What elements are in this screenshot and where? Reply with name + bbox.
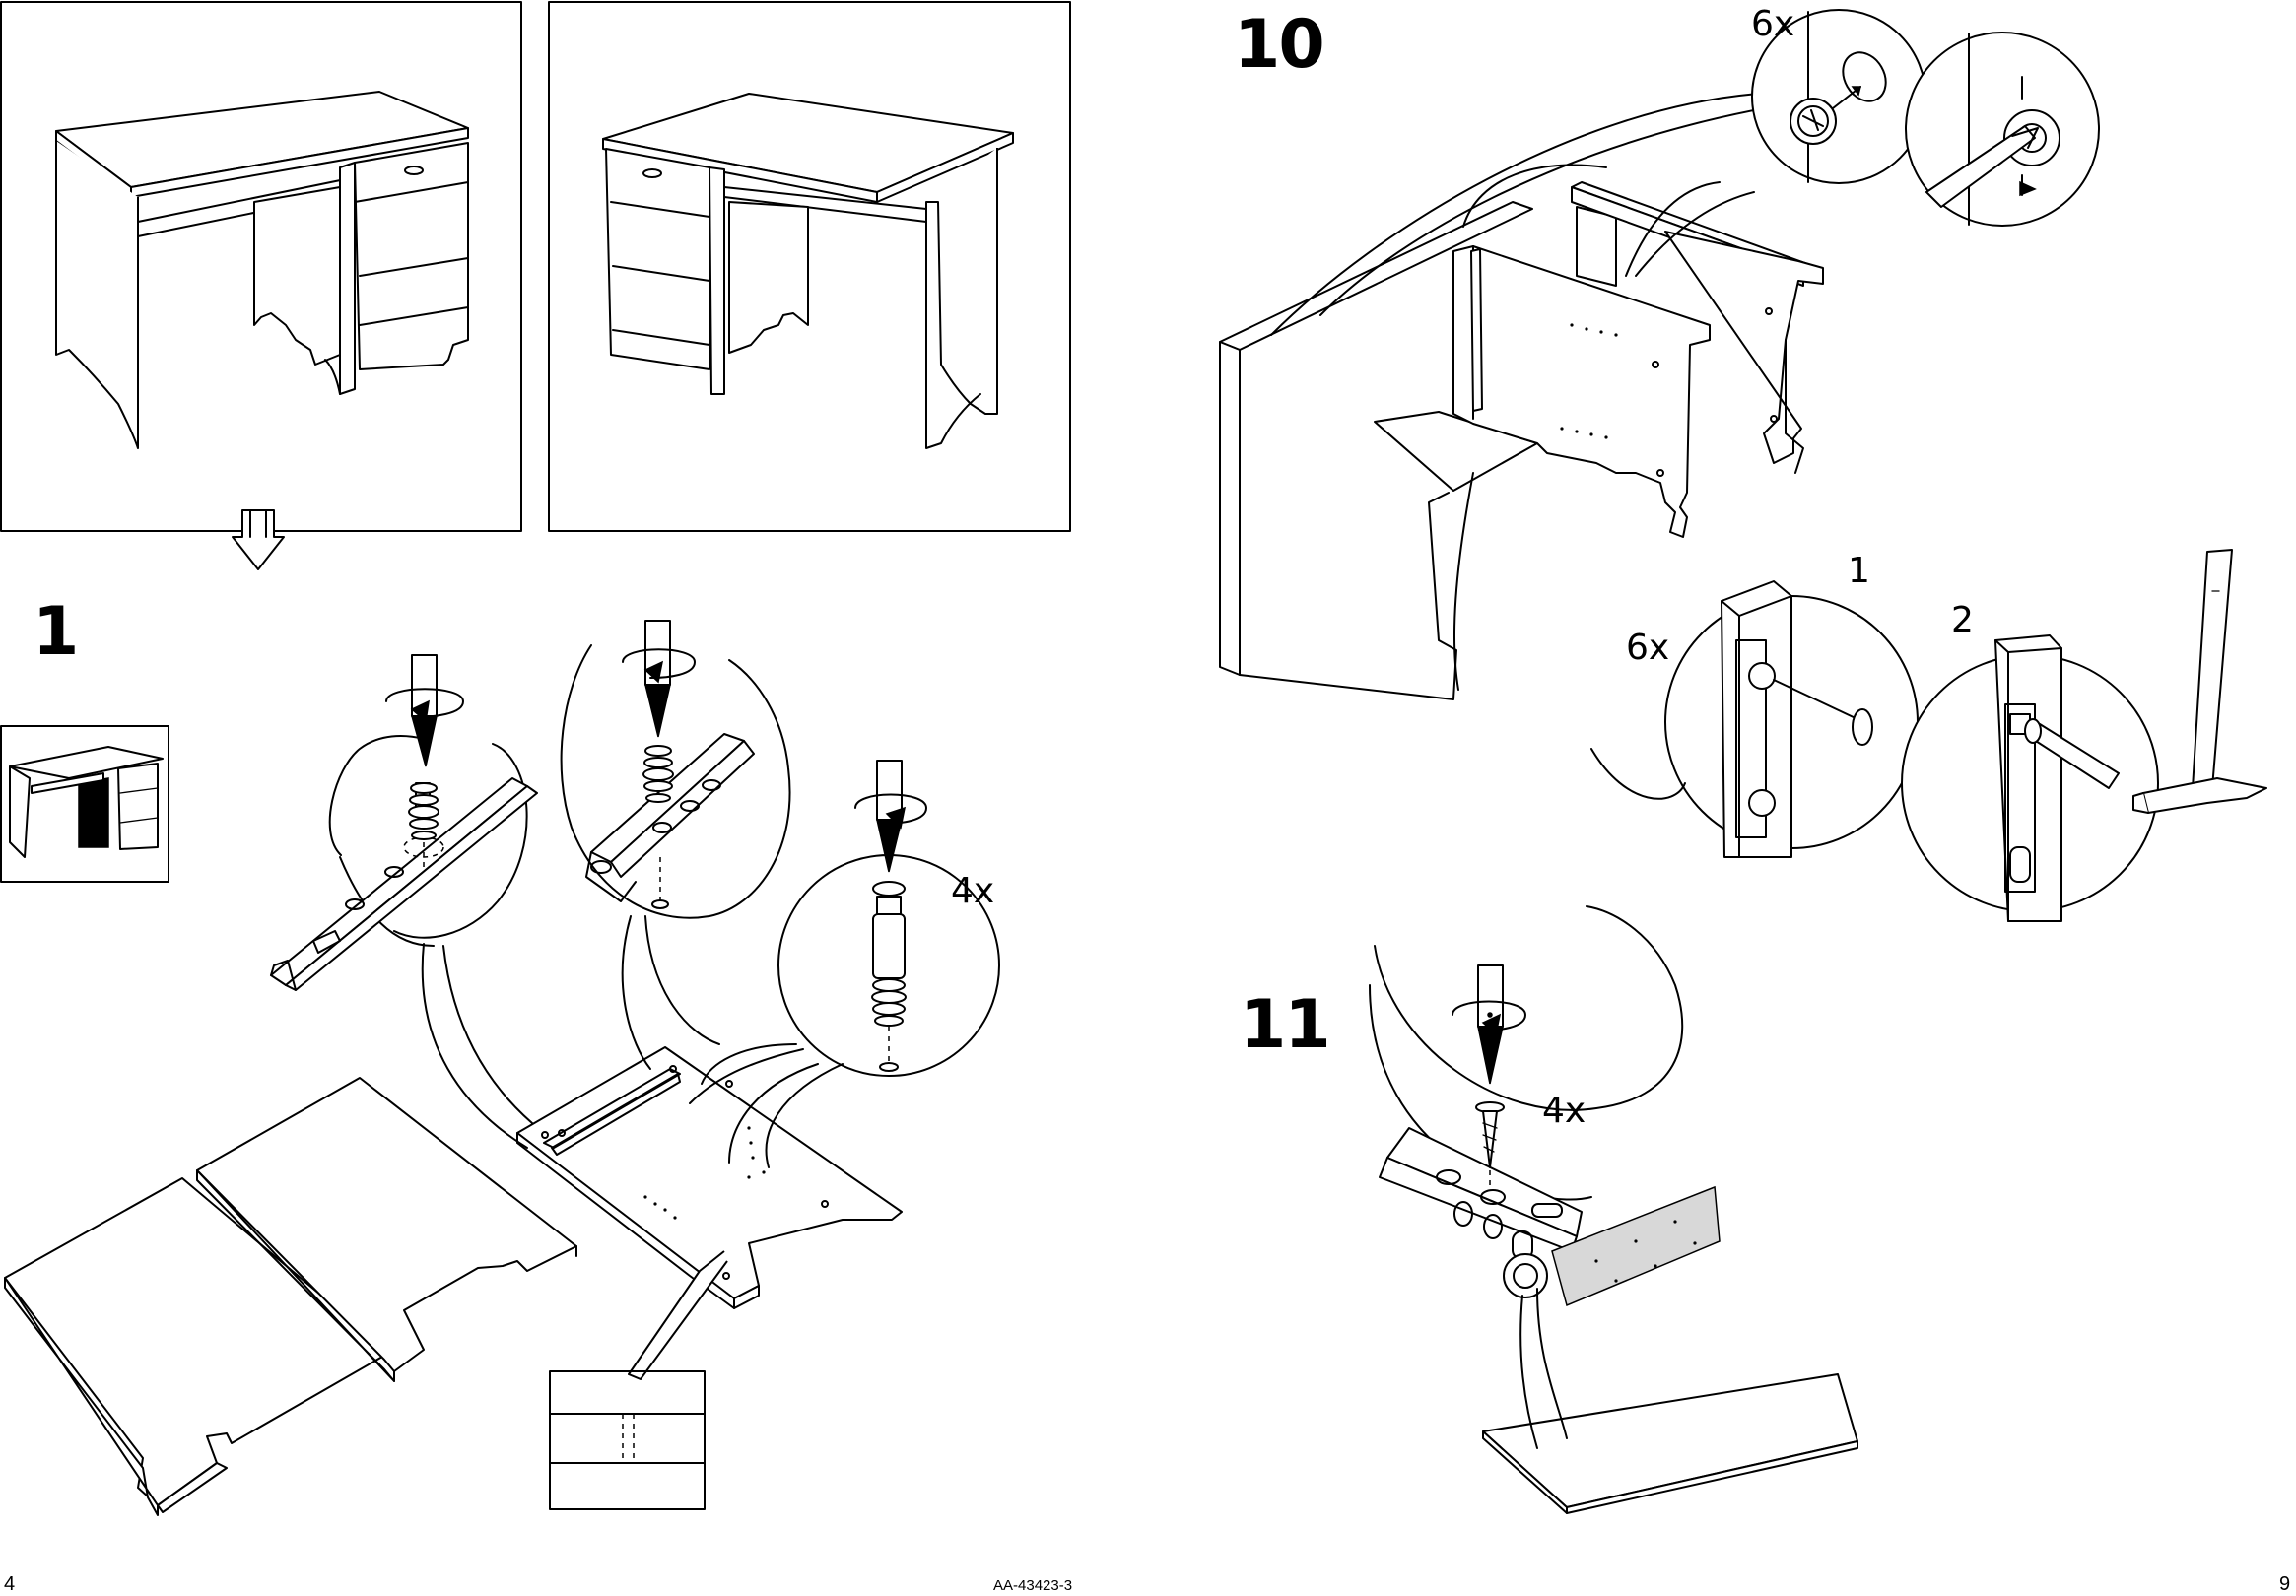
step11-detail	[1370, 906, 1857, 1513]
substep-label: 2	[1951, 603, 1974, 638]
step1-panels	[5, 1047, 902, 1515]
screwdriver-icon	[386, 655, 463, 766]
quantity-label: 6x	[1751, 7, 1794, 42]
page-number-right: 9	[2279, 1574, 2290, 1594]
overview-desk-right-frame	[549, 2, 1070, 531]
step1-detail-rail-left	[271, 736, 537, 1148]
step10-turn-detail	[1906, 33, 2099, 226]
arrow-down-icon	[233, 510, 284, 569]
rotate-arrow-icon	[1488, 1013, 1492, 1017]
quantity-label: 6x	[1626, 631, 1669, 666]
quantity-label: 4x	[951, 874, 994, 909]
step-number: 1	[33, 599, 77, 666]
step-number: 11	[1240, 992, 1329, 1059]
dowel-icon	[1591, 581, 1918, 857]
overview-desk-left-frame	[1, 2, 521, 531]
step1-detail-rail-right	[562, 621, 790, 1069]
substep-label: 1	[1848, 554, 1870, 589]
quantity-label: 4x	[1542, 1094, 1586, 1129]
document-code: AA-43423-3	[993, 1578, 1072, 1593]
step1-thumbnail	[1, 726, 169, 882]
step-number: 10	[1234, 12, 1323, 79]
page-number-left: 4	[4, 1574, 15, 1594]
